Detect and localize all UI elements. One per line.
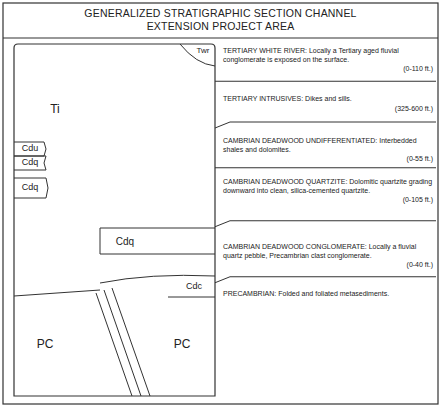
unit-symbol: Twr (197, 47, 210, 56)
divider-line (215, 81, 436, 82)
unit-description: TERTIARY WHITE RIVER: Locally a Tertiary… (223, 47, 433, 64)
dike-line (112, 288, 150, 396)
thickness-range: (0-110 ft.) (223, 65, 433, 74)
contact-line (180, 44, 215, 66)
thickness-range: (0-105 ft.) (223, 196, 433, 205)
contact-line (168, 297, 215, 298)
divider-line (215, 277, 436, 283)
divider-line (215, 122, 436, 128)
contact-line (14, 290, 100, 296)
bed-outline (100, 228, 215, 254)
unit-symbol: Cdu (22, 144, 39, 154)
diagram-title: GENERALIZED STRATIGRAPHIC SECTION CHANNE… (78, 7, 363, 33)
title-rule (3, 37, 438, 38)
unit-description: CAMBRIAN DEADWOOD QUARTZITE: Dolomitic q… (223, 178, 433, 195)
divider-line (215, 167, 436, 168)
unit-symbol: Cdq (116, 236, 134, 247)
unit-symbol: Cdq (22, 158, 39, 168)
unit-description: TERTIARY INTRUSIVES: Dikes and sills. (223, 95, 433, 104)
dike-line (96, 293, 132, 396)
unit-symbol: PC (37, 338, 54, 351)
dike-line (104, 290, 141, 396)
bed-outline (14, 178, 48, 198)
unit-symbol: PC (174, 338, 191, 351)
outer-frame (3, 3, 438, 404)
bed-outline (14, 156, 46, 170)
unit-description: PRECAMBRIAN: Folded and foliated metased… (223, 290, 433, 299)
unit-symbol: Cdc (186, 282, 202, 292)
thickness-range: (0-40 ft.) (223, 261, 433, 270)
unit-symbol: Ti (50, 103, 60, 116)
divider-line (215, 221, 436, 227)
column-outline (14, 44, 215, 396)
unit-description: CAMBRIAN DEADWOOD CONGLOMERATE: Locally … (223, 243, 433, 260)
unit-symbol: Cdq (22, 183, 39, 193)
unit-description: CAMBRIAN DEADWOOD UNDIFFERENTIATED: Inte… (223, 137, 433, 154)
thickness-range: (0-55 ft.) (223, 155, 433, 164)
thickness-range: (325-600 ft.) (223, 105, 433, 114)
bed-outline (14, 142, 46, 156)
